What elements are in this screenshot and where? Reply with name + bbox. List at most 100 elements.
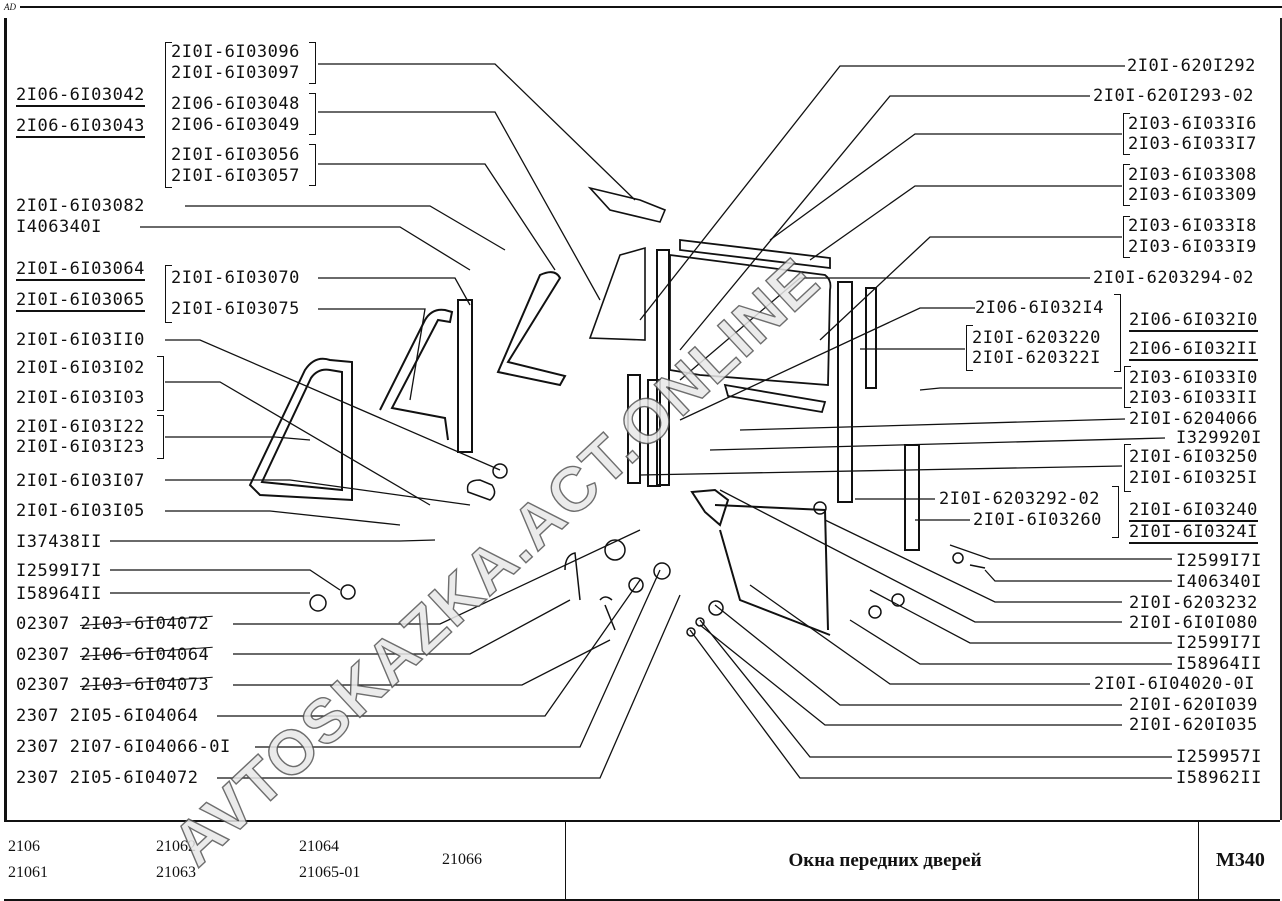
part-label: I329920I (1176, 428, 1262, 448)
part-label: 2I0I-620I035 (1129, 715, 1258, 735)
part-label: 2I0I-620I292 (1127, 56, 1256, 76)
label-bracket (165, 265, 172, 323)
handle-code: 2I05-6I04072 (69, 768, 199, 788)
part-label: 2I0I-6I03I03 (16, 388, 145, 408)
handle-prefix: 2307 (16, 768, 59, 788)
label-bracket (309, 42, 316, 84)
part-label: 2I06-6I032I0 (1129, 310, 1258, 332)
part-label: I2599I7I (1176, 551, 1262, 571)
part-label: 2I0I-6I03070 (171, 268, 300, 288)
part-label: I2599I7I (16, 561, 102, 581)
label-bracket (1112, 486, 1119, 538)
part-label: 2I03-6I033I8 (1128, 216, 1257, 236)
part-label: 2I03-6I033I7 (1128, 134, 1257, 154)
part-label: 2I0I-6I03I02 (16, 358, 145, 378)
part-label: 2I0I-620I039 (1129, 695, 1258, 715)
part-label: 2I0I-6I0I080 (1129, 613, 1258, 633)
part-label: I2599I7I (1176, 633, 1262, 653)
handle-label-row: 2307 2I05-6I04072 (16, 768, 199, 788)
label-bracket (157, 415, 164, 459)
title-block: 2106 21061 21062 21063 21064 21065-01 21… (4, 820, 1280, 901)
handle-prefix: 02307 (16, 675, 70, 695)
part-label: 2I0I-620I293-02 (1093, 86, 1255, 106)
guide-channels (627, 249, 877, 503)
part-label: 2I0I-6I03I05 (16, 501, 145, 521)
handle-code: 2I05-6I04064 (69, 706, 199, 726)
label-bracket (309, 144, 316, 186)
title-block-divider (1198, 822, 1199, 899)
leader-lines-left (110, 63, 681, 779)
part-label: 2I06-6I03048 (171, 94, 300, 114)
model-number: 21066 (442, 851, 482, 868)
part-label: 2I0I-6I03I23 (16, 437, 145, 457)
part-label: 2I0I-6I03082 (16, 196, 145, 216)
part-label: I406340I (1176, 572, 1262, 592)
part-label: 2I0I-6I03097 (171, 63, 300, 83)
label-bracket (309, 93, 316, 135)
handle-prefix: 2307 (16, 737, 59, 757)
part-label: 2I06-6I03042 (16, 85, 145, 107)
part-label: 2I03-6I03308 (1128, 165, 1257, 185)
small-fasteners (309, 463, 986, 637)
label-bracket (1123, 164, 1130, 206)
handle-code-struck: 2I03-6I04073 (80, 675, 210, 695)
vent-glass (587, 186, 667, 341)
handle-label-row: 2307 2I07-6I04066-0I (16, 737, 231, 757)
handle-label-row: 2307 2I05-6I04064 (16, 706, 199, 726)
part-label: 2I0I-6I0325I (1129, 468, 1258, 488)
part-label: 2I0I-6I03I07 (16, 471, 145, 491)
part-label: 2I0I-6I03065 (16, 290, 145, 312)
part-label: 2I06-6I03043 (16, 116, 145, 138)
part-label: 2I0I-6I03250 (1129, 447, 1258, 467)
label-bracket (1114, 294, 1121, 372)
part-label: 2I06-6I032I4 (975, 298, 1104, 318)
handle-code: 2I07-6I04066-0I (69, 737, 231, 757)
part-label: 2I0I-6I04020-0I (1094, 674, 1256, 694)
part-label: 2I0I-6I03240 (1129, 500, 1258, 522)
part-label: 2I0I-6I03096 (171, 42, 300, 62)
model-number: 2106 (8, 838, 40, 855)
part-label: 2I03-6I033I0 (1129, 368, 1258, 388)
part-label: 2I0I-6I03II0 (16, 330, 145, 350)
label-bracket (1124, 444, 1131, 492)
frame-top-border (20, 6, 1282, 8)
part-label: 2I0I-6I03I22 (16, 417, 145, 437)
part-label: I406340I (16, 217, 102, 237)
handle-label-row: 02307 2I06-6I04064 (16, 645, 209, 665)
part-label: 2I0I-6203232 (1129, 593, 1258, 613)
frame-left-border (4, 18, 7, 820)
part-label: 2I0I-6203220 (972, 328, 1101, 348)
part-label: I259957I (1176, 747, 1262, 767)
title-block-divider (565, 822, 566, 899)
part-label: I58962II (1176, 768, 1262, 788)
part-label: 2I03-6I033I9 (1128, 237, 1257, 257)
part-label: 2I0I-6I03057 (171, 166, 300, 186)
model-number: 21062 (156, 838, 196, 855)
part-label: 2I06-6I03049 (171, 115, 300, 135)
label-bracket (165, 42, 172, 188)
part-label: 2I0I-6I03075 (171, 299, 300, 319)
part-label: 2I0I-6203294-02 (1093, 268, 1255, 288)
part-label: 2I0I-620322I (972, 348, 1101, 368)
handle-prefix: 02307 (16, 614, 70, 634)
handle-code-struck: 2I03-6I04072 (80, 614, 210, 634)
label-bracket (1123, 113, 1130, 155)
leader-lines-right (639, 65, 1172, 779)
handle-prefix: 02307 (16, 645, 70, 665)
part-label: 2I0I-6204066 (1129, 409, 1258, 429)
vent-seal-upper (496, 271, 567, 387)
part-label: 2I0I-6I03260 (973, 510, 1102, 530)
model-number: 21063 (156, 864, 196, 881)
part-label: 2I03-6I033II (1129, 388, 1258, 408)
frame-right-border (1280, 18, 1282, 820)
part-label: 2I03-6I033I6 (1128, 114, 1257, 134)
label-bracket (1123, 216, 1130, 258)
part-label: 2I0I-6I03056 (171, 145, 300, 165)
handle-prefix: 2307 (16, 706, 59, 726)
corner-mark: AD (4, 2, 16, 12)
label-bracket (1124, 366, 1131, 408)
vent-window-frame (248, 357, 353, 502)
part-label: I58964II (1176, 654, 1262, 674)
sheet-code: M340 (1216, 849, 1265, 871)
